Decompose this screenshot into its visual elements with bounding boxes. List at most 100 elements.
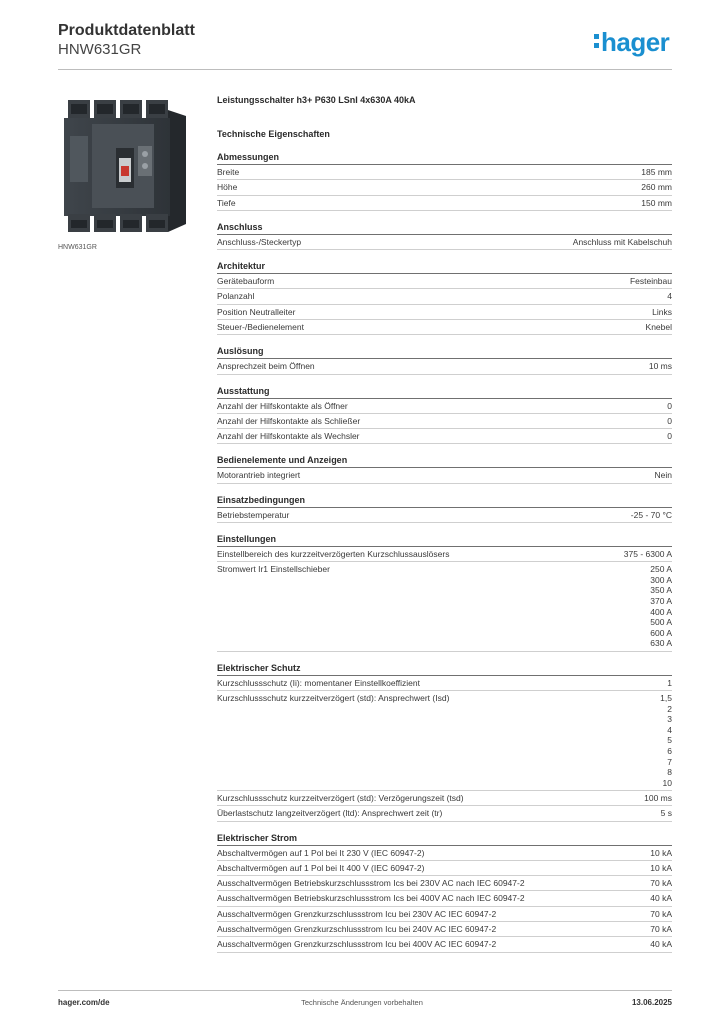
spec-value: 0 [667,415,672,426]
spec-label: Kurzschlussschutz kurzzeitverzögert (std… [217,692,450,703]
spec-label: Höhe [217,182,238,193]
section-heading: Architektur [217,260,672,275]
logo-text: hager [601,27,670,57]
spec-value: 40 kA [650,939,672,950]
spec-content: Leistungsschalter h3+ P630 LSnI 4x630A 4… [217,94,672,953]
footer-website: hager.com/de [58,998,110,1007]
section-heading: Auslösung [217,345,672,360]
spec-label: Einstellbereich des kurzzeitverzögerten … [217,548,450,559]
circuit-breaker-icon [64,100,186,232]
spec-value: 100 ms [644,792,672,803]
spec-value: 0 [667,431,672,442]
spec-row: Abschaltvermögen auf 1 Pol bei It 400 V … [217,861,672,877]
section-heading: Bedienelemente und Anzeigen [217,454,672,469]
spec-row: Einstellbereich des kurzzeitverzögerten … [217,547,672,563]
spec-value: 10 kA [650,862,672,873]
spec-label: Anzahl der Hilfskontakte als Schließer [217,415,361,426]
spec-row: Betriebstemperatur -25 - 70 °C [217,508,672,523]
spec-value: 185 mm [641,167,672,177]
spec-row: Kurzschlussschutz kurzzeitverzögert (std… [217,691,672,791]
section-heading: Elektrischer Schutz [217,662,672,676]
technical-properties-heading: Technische Eigenschaften [217,129,330,139]
spec-value: 150 mm [641,197,672,208]
spec-label: Ausschaltvermögen Grenzkurzschlussstrom … [217,939,497,950]
section-heading: Anschluss [217,221,672,235]
spec-label: Anschluss-/Steckertyp [217,236,302,247]
spec-value: 10 kA [650,847,672,858]
spec-value: 70 kA [650,923,672,934]
spec-value: Festeinbau [629,276,672,287]
spec-label: Tiefe [217,197,236,208]
spec-value: Links [652,306,672,317]
spec-row: Anschluss-/Steckertyp Anschluss mit Kabel… [217,235,672,251]
hager-logo: hager [594,27,670,57]
section-heading: Abmessungen [217,151,672,165]
spec-label: Betriebstemperatur [217,509,290,520]
logo-dots-icon [594,28,600,48]
spec-row: Breite 185 mm [217,165,672,181]
spec-row: Ausschaltvermögen Betriebskurzschlussstr… [217,876,672,892]
spec-value: 250 A 300 A 350 A 370 A 400 A 500 A 600 … [650,564,672,649]
spec-row: Kurzschlussschutz (Ii): momentaner Einst… [217,676,672,691]
spec-value: 70 kA [650,908,672,919]
spec-row: Ausschaltvermögen Grenzkurzschlussstrom … [217,922,672,938]
spec-row: Kurzschlussschutz kurzzeitverzögert (std… [217,791,672,807]
spec-label: Ausschaltvermögen Grenzkurzschlussstrom … [217,923,497,934]
spec-row: Ausschaltvermögen Grenzkurzschlussstrom … [217,937,672,953]
product-code: HNW631GR [58,41,142,58]
spec-label: Kurzschlussschutz kurzzeitverzögert (std… [217,792,464,803]
spec-label: Ausschaltvermögen Betriebskurzschlussstr… [217,893,525,904]
spec-label: Abschaltvermögen auf 1 Pol bei It 400 V … [217,862,425,873]
spec-row: Ausschaltvermögen Betriebskurzschlussstr… [217,891,672,907]
spec-label: Überlastschutz langzeitverzögert (ltd): … [217,808,443,819]
page-title: Produktdatenblatt [58,22,195,39]
spec-label: Motorantrieb integriert [217,470,301,481]
spec-label: Ausschaltvermögen Grenzkurzschlussstrom … [217,908,497,919]
spec-row: Abschaltvermögen auf 1 Pol bei It 230 V … [217,846,672,861]
spec-label: Abschaltvermögen auf 1 Pol bei It 230 V … [217,847,425,858]
spec-label: Kurzschlussschutz (Ii): momentaner Einst… [217,677,420,688]
product-image [58,96,201,239]
spec-label: Steuer-/Bedienelement [217,321,304,332]
spec-value: 40 kA [650,893,672,904]
spec-row: Anzahl der Hilfskontakte als Wechsler 0 [217,429,672,445]
spec-label: Ansprechzeit beim Öffnen [217,361,315,372]
product-title: Leistungsschalter h3+ P630 LSnI 4x630A 4… [217,95,416,105]
spec-row: Anzahl der Hilfskontakte als Schließer 0 [217,414,672,430]
footer-date: 13.06.2025 [631,998,672,1007]
spec-label: Position Neutralleiter [217,306,296,317]
spec-value: -25 - 70 °C [630,509,672,520]
spec-value: Nein [654,470,672,481]
spec-row: Position Neutralleiter Links [217,305,672,320]
spec-row: Überlastschutz langzeitverzögert (ltd): … [217,806,672,822]
spec-value: 4 [667,291,672,302]
spec-value: 1 [667,677,672,688]
section-heading: Einstellungen [217,533,672,547]
page-header: Produktdatenblatt HNW631GR [58,22,195,59]
spec-label: Stromwert Ir1 Einstellschieber [217,564,330,575]
spec-label: Anzahl der Hilfskontakte als Wechsler [217,431,360,442]
spec-value: 1,5 2 3 4 5 6 7 8 10 [660,692,672,788]
spec-value: Knebel [645,321,672,332]
spec-label: Polanzahl [217,291,255,302]
footer-divider [58,990,672,991]
spec-label: Breite [217,167,240,177]
spec-value: 70 kA [650,878,672,889]
spec-row: Steuer-/Bedienelement Knebel [217,320,672,336]
spec-row: Polanzahl 4 [217,289,672,305]
spec-value: Anschluss mit Kabelschuh [572,236,672,247]
